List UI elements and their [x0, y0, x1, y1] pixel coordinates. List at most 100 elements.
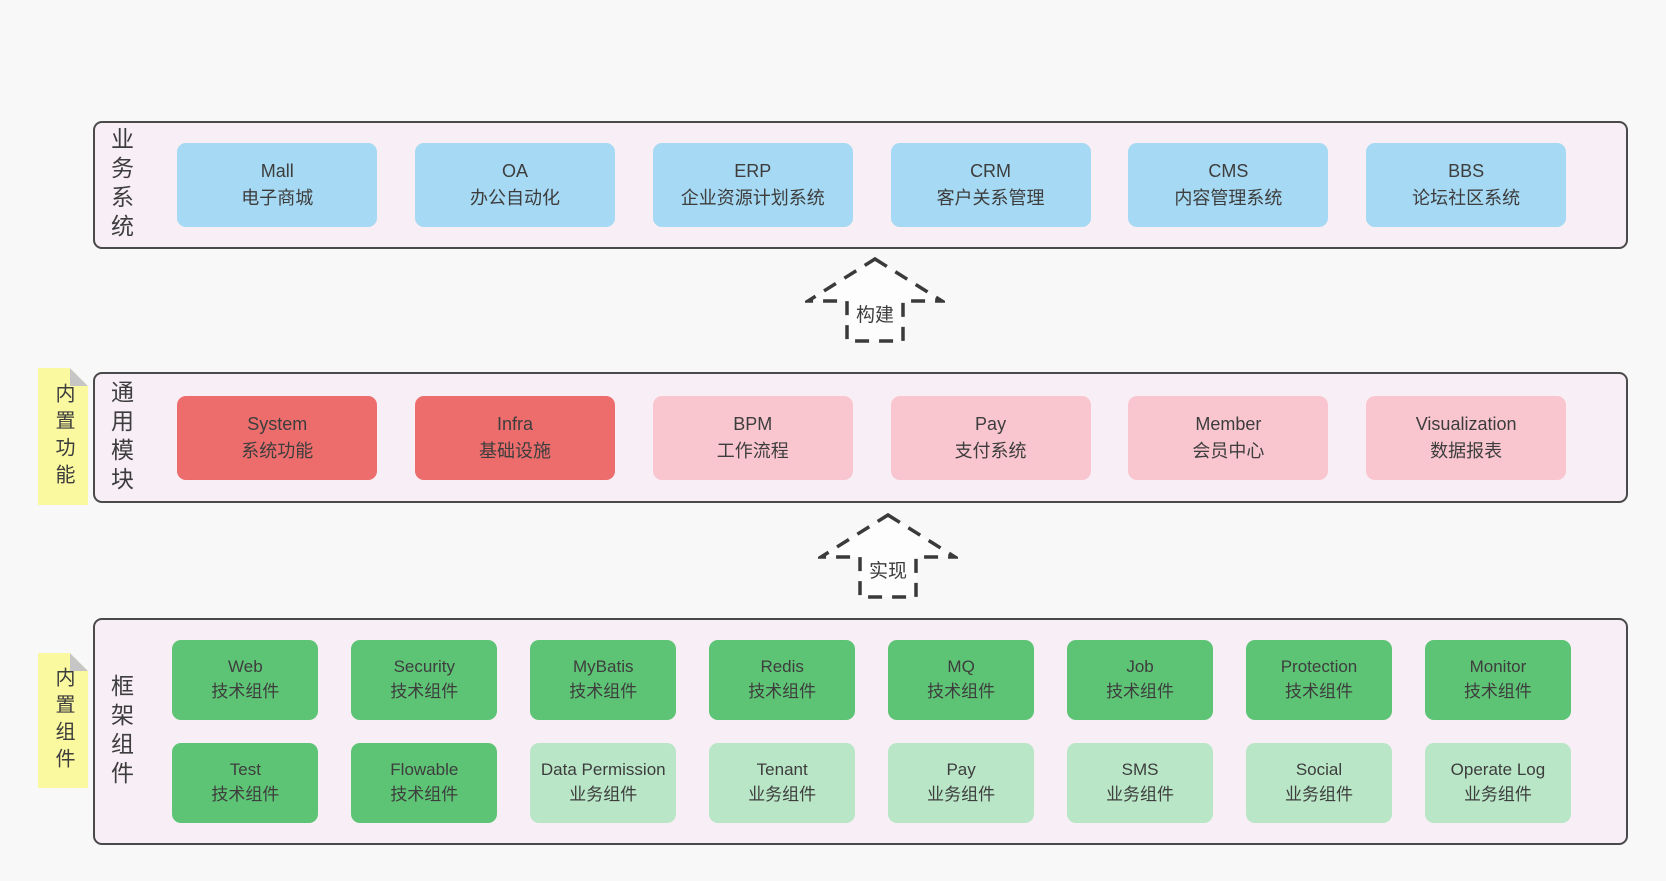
- box-pay-module: Pay 支付系统: [890, 395, 1091, 480]
- box-pay-component-desc: 业务组件: [927, 785, 996, 804]
- sticky-note-builtin-functions-text: 内置功能: [52, 382, 74, 491]
- box-monitor: Monitor 技术组件: [1424, 640, 1571, 720]
- box-redis: Redis 技术组件: [709, 640, 856, 720]
- sticky-note-builtin-components: 内置组件: [38, 653, 88, 788]
- business-boxes: Mall 电子商城 OA 办公自动化 ERP 企业资源计划系统 CRM 客户关系…: [139, 143, 1604, 227]
- box-tenant: Tenant 业务组件: [709, 743, 856, 823]
- box-test-name: Test: [229, 760, 261, 780]
- box-operate-log-desc: 业务组件: [1463, 785, 1532, 804]
- box-flowable-name: Flowable: [390, 760, 459, 780]
- box-cms-name: CMS: [1208, 161, 1249, 181]
- box-sms-desc: 业务组件: [1106, 785, 1175, 804]
- box-security-desc: 技术组件: [390, 682, 459, 701]
- box-redis-name: Redis: [760, 657, 804, 677]
- box-pay-component-name: Pay: [946, 760, 976, 780]
- box-bpm-desc: 工作流程: [716, 440, 789, 461]
- box-erp: ERP 企业资源计划系统: [652, 143, 853, 227]
- box-data-permission: Data Permission 业务组件: [530, 743, 677, 823]
- arrow-build-label: 构建: [855, 305, 894, 326]
- box-protection-name: Protection: [1280, 657, 1358, 677]
- lane-framework-components: 框架组件 Web 技术组件 Security 技术组件 MyBatis 技术组件…: [93, 618, 1628, 845]
- box-monitor-name: Monitor: [1469, 657, 1527, 677]
- component-row-1: Web 技术组件 Security 技术组件 MyBatis 技术组件 Redi…: [139, 640, 1604, 720]
- box-test: Test 技术组件: [172, 743, 319, 823]
- box-member-desc: 会员中心: [1192, 440, 1265, 461]
- box-visualization: Visualization 数据报表: [1366, 395, 1567, 480]
- box-job-name: Job: [1126, 657, 1154, 677]
- box-pay-module-name: Pay: [975, 413, 1007, 434]
- box-data-permission-desc: 业务组件: [569, 785, 638, 804]
- box-crm-desc: 客户关系管理: [936, 188, 1045, 208]
- box-mall: Mall 电子商城: [177, 143, 378, 227]
- box-crm: CRM 客户关系管理: [890, 143, 1091, 227]
- box-infra-name: Infra: [496, 413, 534, 434]
- box-erp-name: ERP: [734, 161, 772, 181]
- box-flowable-desc: 技术组件: [390, 785, 459, 804]
- box-cms: CMS 内容管理系统: [1128, 143, 1329, 227]
- box-infra-desc: 基础设施: [479, 440, 551, 461]
- lane-modules-label: 通用模块: [107, 379, 134, 496]
- component-rows: Web 技术组件 Security 技术组件 MyBatis 技术组件 Redi…: [139, 640, 1604, 823]
- box-data-permission-name: Data Permission: [540, 760, 666, 780]
- box-mq: MQ 技术组件: [888, 640, 1035, 720]
- arrow-implement-label: 实现: [868, 561, 907, 582]
- box-visualization-desc: 数据报表: [1430, 440, 1503, 461]
- box-system-name: System: [247, 413, 308, 434]
- box-mybatis: MyBatis 技术组件: [530, 640, 677, 720]
- box-member: Member 会员中心: [1128, 395, 1329, 480]
- box-bpm: BPM 工作流程: [652, 395, 853, 480]
- box-system: System 系统功能: [177, 395, 378, 480]
- box-sms-name: SMS: [1121, 760, 1159, 780]
- box-sms: SMS 业务组件: [1067, 743, 1214, 823]
- box-security-name: Security: [393, 657, 456, 677]
- box-monitor-desc: 技术组件: [1463, 682, 1532, 701]
- up-arrow-icon: [805, 256, 945, 343]
- box-pay-component: Pay 业务组件: [888, 743, 1035, 823]
- box-mybatis-desc: 技术组件: [569, 682, 638, 701]
- box-member-name: Member: [1195, 413, 1262, 434]
- box-flowable: Flowable 技术组件: [351, 743, 498, 823]
- box-social-desc: 业务组件: [1285, 785, 1353, 804]
- box-social: Social 业务组件: [1246, 743, 1392, 823]
- box-job-desc: 技术组件: [1106, 682, 1175, 701]
- sticky-note-builtin-functions: 内置功能: [38, 368, 88, 505]
- box-web: Web 技术组件: [172, 640, 319, 720]
- component-row-2: Test 技术组件 Flowable 技术组件 Data Permission …: [139, 743, 1604, 823]
- box-web-desc: 技术组件: [211, 682, 280, 701]
- box-tenant-desc: 业务组件: [748, 785, 817, 804]
- box-web-name: Web: [228, 657, 263, 677]
- box-job: Job 技术组件: [1067, 640, 1214, 720]
- box-oa: OA 办公自动化: [415, 143, 615, 227]
- module-boxes: System 系统功能 Infra 基础设施 BPM 工作流程 Pay 支付系统…: [139, 395, 1604, 480]
- box-erp-desc: 企业资源计划系统: [680, 188, 825, 208]
- box-visualization-name: Visualization: [1415, 413, 1517, 434]
- box-mq-desc: 技术组件: [927, 682, 996, 701]
- box-bbs-name: BBS: [1448, 161, 1485, 181]
- box-cms-desc: 内容管理系统: [1174, 188, 1283, 208]
- up-arrow-icon: [818, 512, 958, 599]
- box-security: Security 技术组件: [351, 640, 498, 720]
- lane-business-systems: 业务系统 Mall 电子商城 OA 办公自动化 ERP 企业资源计划系统 CRM…: [93, 121, 1628, 249]
- box-operate-log-name: Operate Log: [1450, 760, 1546, 780]
- box-protection-desc: 技术组件: [1285, 682, 1353, 701]
- box-system-desc: 系统功能: [241, 440, 314, 461]
- box-bpm-name: BPM: [733, 413, 773, 434]
- box-mq-name: MQ: [947, 657, 975, 677]
- arrow-implement: 实现: [818, 512, 958, 600]
- box-pay-module-desc: 支付系统: [954, 440, 1027, 461]
- box-test-desc: 技术组件: [211, 785, 280, 804]
- box-operate-log: Operate Log 业务组件: [1424, 743, 1571, 823]
- folded-corner-icon: [70, 368, 88, 386]
- box-infra: Infra 基础设施: [415, 395, 615, 480]
- lane-components-label: 框架组件: [107, 673, 134, 790]
- box-redis-desc: 技术组件: [748, 682, 817, 701]
- box-crm-name: CRM: [970, 161, 1012, 181]
- box-mall-desc: 电子商城: [241, 188, 314, 208]
- box-mybatis-name: MyBatis: [573, 657, 634, 677]
- box-mall-name: Mall: [260, 161, 294, 181]
- folded-corner-icon: [70, 653, 88, 671]
- box-bbs: BBS 论坛社区系统: [1366, 143, 1567, 227]
- box-oa-name: OA: [501, 161, 528, 181]
- box-oa-desc: 办公自动化: [470, 188, 560, 208]
